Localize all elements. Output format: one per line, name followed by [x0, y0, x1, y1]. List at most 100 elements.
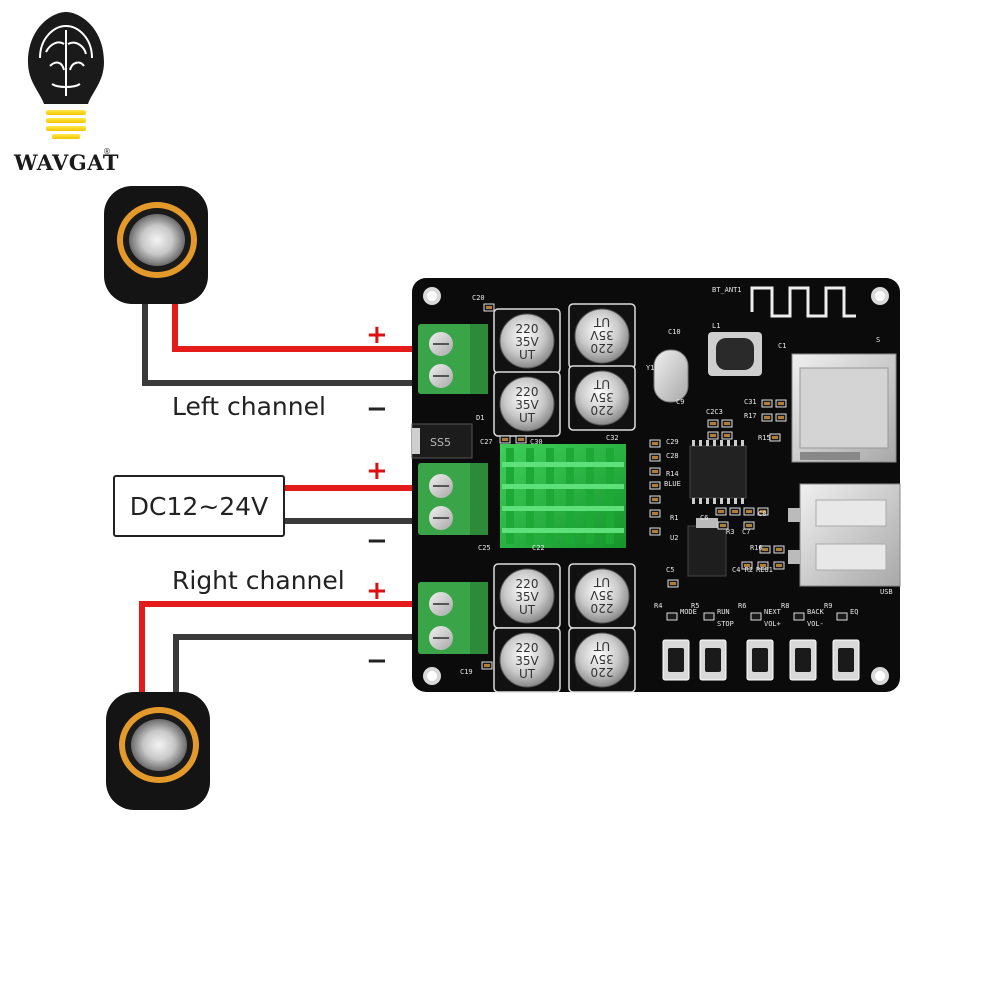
button-ref: R5 [691, 602, 699, 610]
smd-part [757, 507, 769, 516]
power-wires [285, 485, 418, 524]
button-ref: R4 [654, 602, 662, 610]
smd-part [757, 561, 769, 570]
silk-c29: C29 [666, 438, 679, 446]
heatsink-fin [506, 448, 514, 544]
mounting-holes [423, 287, 889, 685]
power-plus-sign: + [366, 456, 388, 486]
button-label: BACK [807, 608, 825, 616]
silk-c28: C28 [666, 452, 679, 460]
silk-c4r2: C4 R2 [732, 566, 753, 574]
capacitor-label: 35V [589, 390, 613, 404]
button-label: MODE [680, 608, 697, 616]
inductor [708, 332, 762, 376]
capacitor-label: 35V [515, 654, 539, 668]
power-terminal-block [418, 463, 488, 535]
smd-part [499, 435, 511, 444]
main-ic-chip [689, 440, 747, 504]
silk-c27: C27 [480, 438, 493, 446]
left-channel-label: Left channel [172, 392, 326, 421]
registered-mark: ® [103, 147, 111, 156]
heatsink-rib [502, 528, 624, 533]
heatsink-rib [502, 462, 624, 467]
power-input-box: DC12~24V [113, 475, 285, 537]
smd-part [729, 507, 741, 516]
smd-part [717, 521, 729, 530]
silk-r1: R1 [670, 514, 678, 522]
smd-part [649, 495, 661, 504]
right-channel-wires [139, 601, 418, 692]
smd-components [481, 303, 787, 670]
smd-part [769, 433, 781, 442]
smd-part [761, 413, 773, 422]
bluetooth-antenna [750, 286, 856, 318]
silk-d1: D1 [476, 414, 484, 422]
silk-c32: C32 [606, 434, 619, 442]
left-plus-sign: + [366, 320, 388, 350]
capacitor-label: 220 [591, 665, 614, 679]
silk-blue: BLUE [664, 480, 681, 488]
voltage-regulator [687, 518, 727, 577]
capacitor-label: 220 [516, 385, 539, 399]
logo-bulb-icon [28, 12, 104, 139]
right-minus-sign: − [366, 646, 388, 676]
tactile-button: MODE R4 [654, 602, 697, 681]
power-minus-sign: − [366, 526, 388, 556]
silk-s-mark: S [876, 336, 880, 344]
button-label: VOL- [807, 620, 824, 628]
crystal-oscillator [653, 349, 689, 403]
silk-r10: R10 [750, 544, 763, 552]
silk-c31: C31 [744, 398, 757, 406]
smd-part [483, 303, 495, 312]
smd-part [775, 399, 787, 408]
right-speaker-icon [106, 692, 210, 810]
silk-antenna: BT_ANT1 [712, 286, 742, 294]
smd-part [721, 431, 733, 440]
heatsink-fin [546, 448, 554, 544]
silk-reg1: REG1 [756, 566, 773, 574]
smd-part [707, 419, 719, 428]
capacitor-label: 220 [516, 641, 539, 655]
smd-part [741, 561, 753, 570]
capacitor-label: UT [519, 411, 536, 425]
silk-l1: L1 [712, 322, 720, 330]
smd-part [773, 545, 785, 554]
smd-part [515, 435, 527, 444]
smd-part [759, 545, 771, 554]
capacitor-label: UT [593, 639, 610, 653]
silk-c30: C30 [530, 438, 543, 446]
capacitor-label: UT [593, 575, 610, 589]
heatsink-rib [502, 484, 624, 489]
capacitor-label: 220 [516, 577, 539, 591]
smd-part [649, 481, 661, 490]
capacitor-label: 220 [591, 403, 614, 417]
silk-y1: Y1 [646, 364, 654, 372]
left-speaker-icon [104, 186, 208, 304]
capacitor-label: UT [593, 315, 610, 329]
capacitor-label: 220 [516, 322, 539, 336]
capacitor-label: 35V [589, 588, 613, 602]
button-ref: R6 [738, 602, 746, 610]
left-terminal-block [418, 324, 488, 394]
capacitor-label: 35V [515, 590, 539, 604]
smd-part [649, 527, 661, 536]
capacitor-label: 35V [515, 335, 539, 349]
capacitor-label: 220 [591, 341, 614, 355]
button-label: NEXT [764, 608, 782, 616]
silk-c6: C6 [700, 514, 708, 522]
silk-c25: C25 [478, 544, 491, 552]
left-minus-sign: − [366, 394, 388, 424]
right-plus-sign: + [366, 576, 388, 606]
silk-r3: R3 [726, 528, 734, 536]
smd-part [721, 419, 733, 428]
